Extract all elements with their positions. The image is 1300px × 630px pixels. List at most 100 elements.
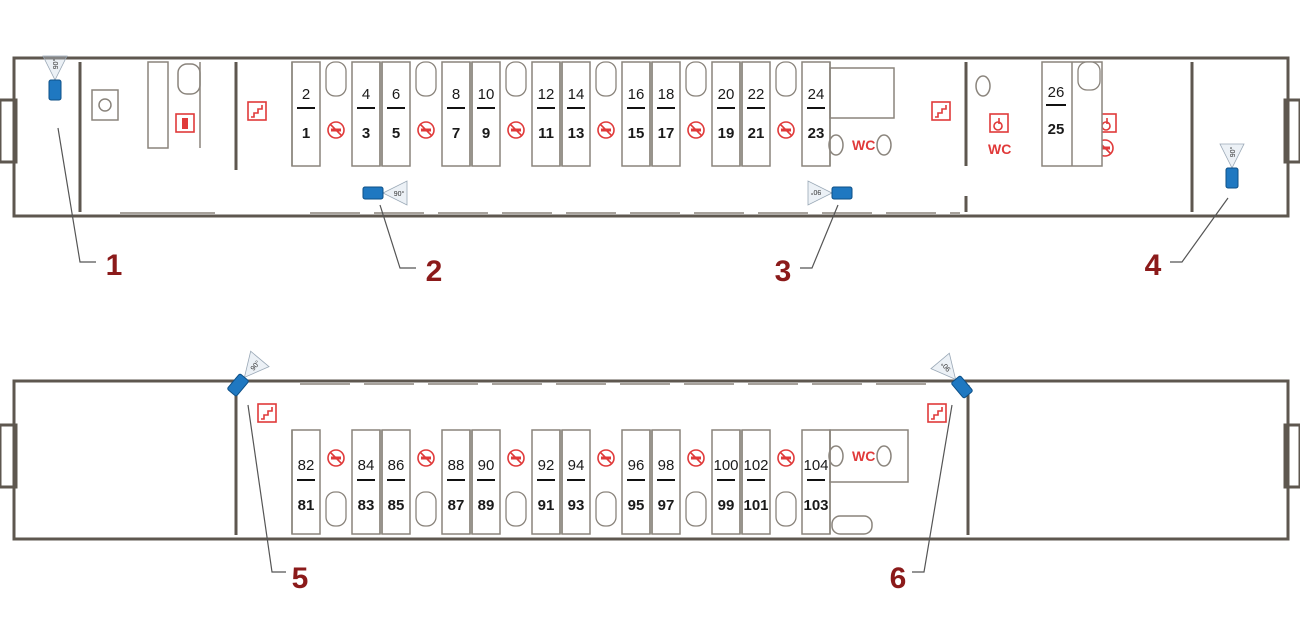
seat-number: 91 — [538, 497, 555, 514]
camera-body — [362, 186, 384, 200]
seat-number: 87 — [448, 497, 465, 514]
lower-compartments: 8281848386858887908992919493969598971009… — [291, 429, 831, 535]
berth-block — [621, 429, 651, 535]
berth-block — [651, 429, 681, 535]
washbasin — [831, 515, 873, 535]
seat-number: 1 — [302, 125, 310, 142]
camera-number: 4 — [1145, 249, 1162, 282]
table — [325, 61, 347, 97]
berth-block — [741, 61, 771, 167]
seat-number: 81 — [298, 497, 315, 514]
berth-block — [381, 429, 411, 535]
berth-block — [711, 429, 741, 535]
seat-number: 13 — [568, 125, 585, 142]
seat-number: 99 — [718, 497, 735, 514]
seat-number: 103 — [803, 497, 828, 514]
camera-leader-line — [247, 404, 286, 573]
seat-number: 96 — [628, 457, 645, 474]
berth-block — [381, 61, 411, 167]
berth-block — [291, 61, 321, 167]
berth-block — [471, 429, 501, 535]
camera-leader-line — [57, 127, 96, 263]
camera: 90° 5 — [227, 350, 309, 595]
seat-number: 83 — [358, 497, 375, 514]
camera-number: 2 — [426, 255, 443, 288]
seat-number: 5 — [392, 125, 400, 142]
camera-number: 3 — [775, 255, 792, 288]
stairs-icon — [927, 403, 947, 423]
seat-number: 26 — [1048, 84, 1065, 101]
camera: 90° 2 — [362, 180, 443, 288]
berth-block — [561, 429, 591, 535]
stairs-icon — [931, 101, 951, 121]
seat-number: 88 — [448, 457, 465, 474]
table — [775, 491, 797, 527]
berth-block — [291, 429, 321, 535]
wc-label: WC — [988, 141, 1011, 157]
camera-number: 5 — [292, 562, 309, 595]
table — [505, 61, 527, 97]
camera-leader-line — [1170, 197, 1229, 263]
wc-room — [829, 67, 895, 119]
table — [595, 61, 617, 97]
wc-label: WC — [852, 137, 875, 153]
seat-number: 19 — [718, 125, 735, 142]
stairs-icon — [257, 403, 277, 423]
seat-number: 95 — [628, 497, 645, 514]
berth-block — [801, 429, 831, 535]
camera-icon: 90° — [930, 352, 973, 399]
seat-number: 102 — [743, 457, 768, 474]
table — [415, 491, 437, 527]
seat-number: 18 — [658, 86, 675, 103]
berth-block — [621, 61, 651, 167]
camera-number: 6 — [890, 562, 907, 595]
no-smoking-icon — [327, 121, 345, 139]
camera-angle-label: 90° — [52, 59, 60, 70]
stairs-icon — [247, 101, 267, 121]
berth-block — [561, 61, 591, 167]
camera: 90°4 — [1145, 143, 1245, 282]
seat-number: 14 — [568, 86, 585, 103]
seat-number: 16 — [628, 86, 645, 103]
berth-block — [351, 61, 381, 167]
camera-icon: 90° — [227, 350, 270, 397]
compartment: 14 13 16 15 — [561, 61, 651, 167]
table — [505, 491, 527, 527]
wc-label: WC — [852, 448, 875, 464]
no-smoking-icon — [327, 449, 345, 467]
seat-number: 92 — [538, 457, 555, 474]
icons-layer — [175, 67, 1117, 535]
camera-view-cone — [42, 55, 68, 81]
berth-block — [351, 429, 381, 535]
seat-number: 23 — [808, 125, 825, 142]
camera-body — [951, 375, 973, 399]
seat-number: 15 — [628, 125, 645, 142]
camera-icon: 90° — [807, 180, 853, 206]
wc-toilet-icon — [828, 445, 844, 467]
seat-number: 9 — [482, 125, 490, 142]
seat-number: 8 — [452, 86, 460, 103]
seat-number: 89 — [478, 497, 495, 514]
seat-number: 10 — [478, 86, 495, 103]
camera-body — [48, 79, 62, 101]
seat-number: 100 — [713, 457, 738, 474]
seat-number: 12 — [538, 86, 555, 103]
seat-number: 3 — [362, 125, 370, 142]
berth-block — [441, 429, 471, 535]
camera-icon: 90° — [362, 180, 408, 206]
no-smoking-icon — [597, 121, 615, 139]
seat-number: 4 — [362, 86, 370, 103]
camera-leader-line — [800, 204, 839, 269]
seat-number: 17 — [658, 125, 675, 142]
camera-body — [831, 186, 853, 200]
camera: 90°1 — [42, 55, 122, 282]
